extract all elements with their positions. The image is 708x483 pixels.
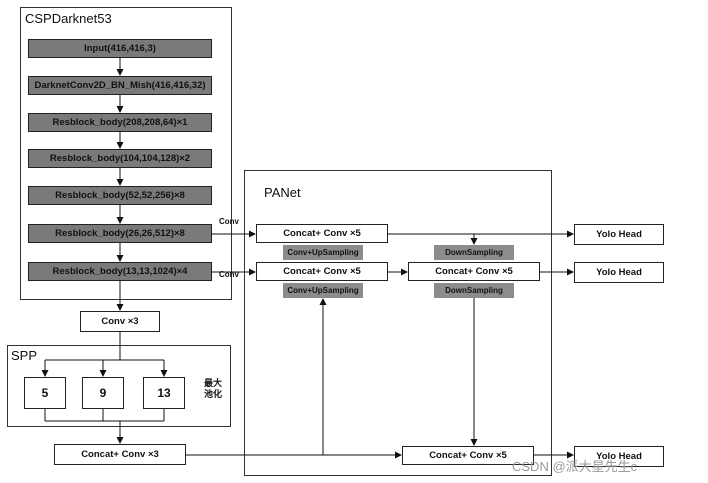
conv3-block: Conv ×3 bbox=[80, 311, 160, 332]
concat-top-block: Concat+ Conv ×5 bbox=[256, 224, 388, 243]
input-block: Input(416,416,3) bbox=[28, 39, 212, 58]
watermark-text: CSDN @派大星先生c bbox=[512, 459, 638, 474]
concat-mid-block: Concat+ Conv ×5 bbox=[256, 262, 388, 281]
max-pooling-label: 最大 池化 bbox=[204, 378, 223, 399]
yolo-head-2: Yolo Head bbox=[574, 262, 664, 283]
yolo-head-3: Yolo Head bbox=[574, 446, 664, 467]
conv-label-lower: Conv bbox=[219, 270, 239, 279]
darknetconv-block: DarknetConv2D_BN_Mish(416,416,32) bbox=[28, 76, 212, 95]
resblock-13-block: Resblock_body(13,13,1024)×4 bbox=[28, 262, 212, 281]
spp-title: SPP bbox=[11, 348, 38, 363]
yolo-head-1: Yolo Head bbox=[574, 224, 664, 245]
upsampling-1-tag: Conv+UpSampling bbox=[283, 245, 363, 260]
pool-13-block: 13 bbox=[143, 377, 185, 409]
panet-title: PANet bbox=[264, 185, 301, 200]
spp-concat-block: Concat+ Conv ×3 bbox=[54, 444, 186, 465]
concat-bottom-block: Concat+ Conv ×5 bbox=[402, 446, 534, 465]
conv-label-upper: Conv bbox=[219, 217, 239, 226]
pool-9-block: 9 bbox=[82, 377, 124, 409]
downsampling-2-tag: DownSampling bbox=[434, 283, 514, 298]
pool-5-block: 5 bbox=[24, 377, 66, 409]
resblock-208-block: Resblock_body(208,208,64)×1 bbox=[28, 113, 212, 132]
concat-mid-right-block: Concat+ Conv ×5 bbox=[408, 262, 540, 281]
downsampling-1-tag: DownSampling bbox=[434, 245, 514, 260]
upsampling-2-tag: Conv+UpSampling bbox=[283, 283, 363, 298]
resblock-26-block: Resblock_body(26,26,512)×8 bbox=[28, 224, 212, 243]
resblock-52-block: Resblock_body(52,52,256)×8 bbox=[28, 186, 212, 205]
cspdarknet53-title: CSPDarknet53 bbox=[25, 11, 112, 26]
resblock-104-block: Resblock_body(104,104,128)×2 bbox=[28, 149, 212, 168]
panet-panel: PANet bbox=[244, 170, 552, 476]
